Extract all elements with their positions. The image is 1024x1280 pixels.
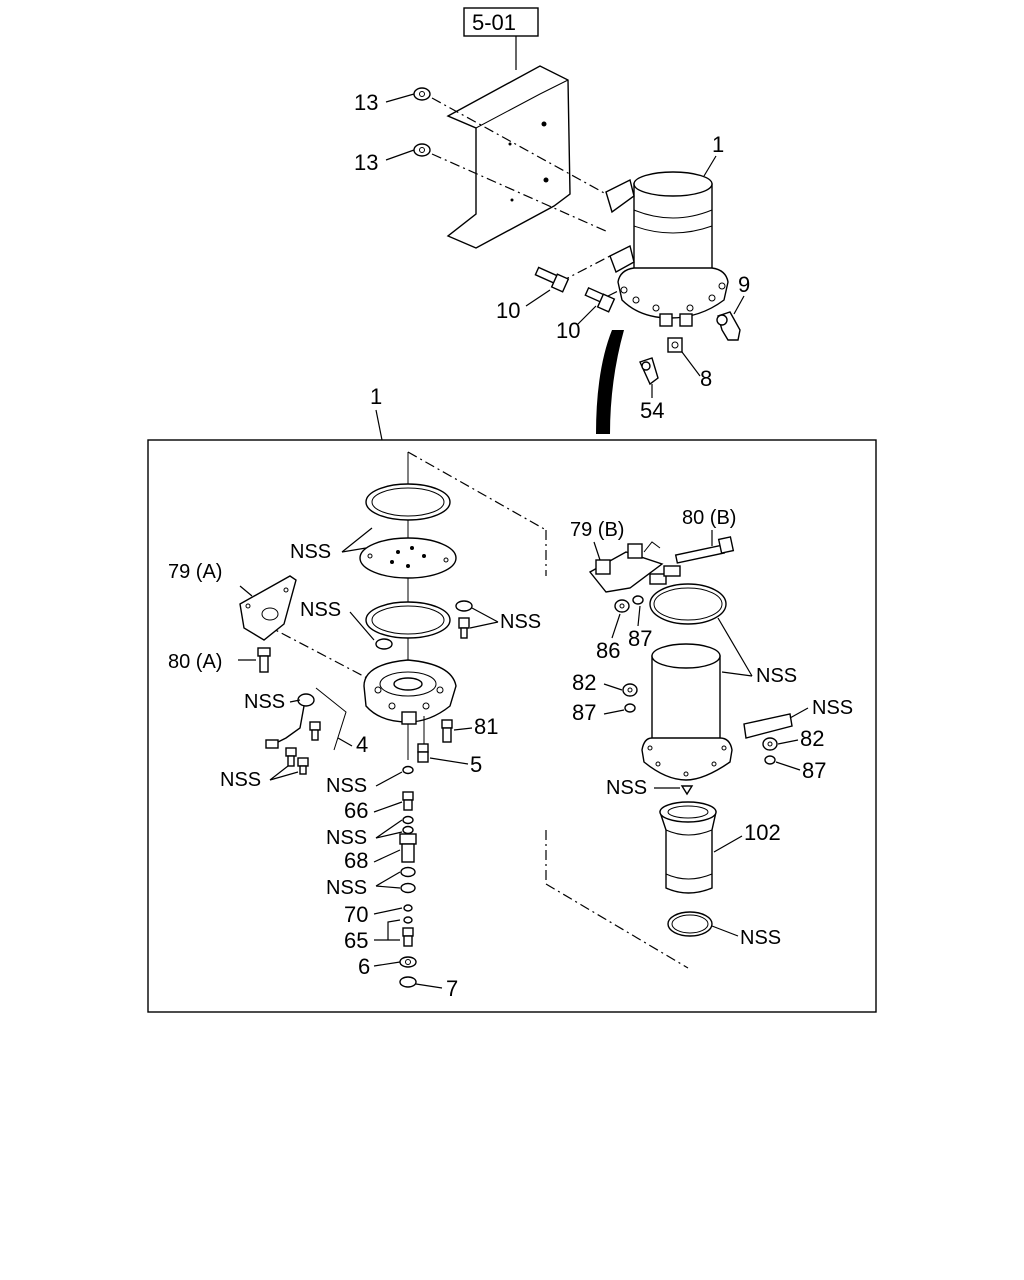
label-7: 7 (446, 976, 458, 1001)
label-87-c: 87 (802, 758, 826, 783)
bracket-79b[interactable] (588, 541, 664, 593)
ring-nss[interactable] (402, 765, 414, 775)
label-68: 68 (344, 848, 368, 873)
lower-left-exploded: 79 (A) 80 (A) NSS NSS NSS NSS 4 (168, 451, 547, 1001)
nut-13-mid[interactable] (413, 143, 431, 157)
nut-86[interactable] (614, 599, 630, 613)
label-13-top: 13 (354, 90, 378, 115)
label-nss-band: NSS (756, 665, 797, 687)
label-54: 54 (640, 398, 664, 423)
oring-bottom[interactable] (667, 911, 713, 937)
oring-top[interactable] (365, 483, 451, 521)
label-87-a: 87 (628, 626, 652, 651)
nut-13-top[interactable] (413, 87, 431, 101)
part-70[interactable] (403, 904, 413, 912)
label-1-assy: 1 (712, 132, 724, 157)
washer-87-b[interactable] (624, 703, 636, 713)
part-7[interactable] (399, 976, 417, 988)
filter-head[interactable] (363, 659, 457, 725)
fitting-54[interactable] (639, 357, 659, 386)
label-79a: 79 (A) (168, 561, 222, 583)
part-65[interactable] (402, 916, 414, 947)
element-102[interactable] (659, 801, 717, 894)
label-nss-oring: NSS (740, 927, 781, 949)
label-82-b: 82 (800, 726, 824, 751)
label-80b: 80 (B) (682, 507, 736, 529)
bolt-10-left[interactable] (534, 266, 570, 293)
washer-nss[interactable] (455, 600, 473, 612)
bolt-80b[interactable] (674, 536, 735, 564)
label-nss-pair2: NSS (326, 877, 367, 899)
washer-66-b[interactable] (402, 825, 414, 835)
label-87-b: 87 (572, 700, 596, 725)
hose (596, 330, 624, 434)
label-nss-gasket: NSS (300, 599, 341, 621)
reference-label[interactable]: 5-01 (472, 10, 516, 35)
band-clamp[interactable] (649, 565, 727, 625)
label-nss-plate: NSS (290, 541, 331, 563)
cover-plate[interactable] (359, 537, 457, 579)
label-8: 8 (700, 366, 712, 391)
small-oring[interactable] (375, 638, 393, 650)
fitting-8[interactable] (667, 337, 683, 353)
plug-5[interactable] (417, 743, 429, 763)
label-86: 86 (596, 638, 620, 663)
part-6[interactable] (399, 956, 417, 968)
label-102: 102 (744, 820, 781, 845)
label-82-a: 82 (572, 670, 596, 695)
upper-assembly: 5-01 13 13 (354, 7, 750, 434)
washer-87-a[interactable] (632, 595, 644, 605)
screw-nss[interactable] (458, 617, 470, 639)
label-nss-pair1: NSS (326, 827, 367, 849)
label-nss-washers: NSS (500, 611, 541, 633)
label-4: 4 (356, 732, 368, 757)
screw-sensor-3[interactable] (297, 757, 309, 775)
label-nss-ring: NSS (326, 775, 367, 797)
label-nss-sensor: NSS (244, 691, 285, 713)
gasket-ring[interactable] (365, 601, 451, 639)
canister-body[interactable] (641, 643, 733, 781)
label-5: 5 (470, 752, 482, 777)
label-nss-drain: NSS (606, 777, 647, 799)
oring-68-a[interactable] (400, 866, 416, 878)
label-66: 66 (344, 798, 368, 823)
label-nss-screws: NSS (220, 769, 261, 791)
label-nss-sticker: NSS (812, 697, 853, 719)
drain-nss[interactable] (680, 785, 694, 796)
frame-plate (446, 65, 571, 249)
filter-assembly-1[interactable] (596, 171, 729, 434)
nut-82-b[interactable] (762, 737, 778, 751)
detail-box (147, 439, 877, 1013)
bolt-10-right[interactable] (584, 286, 616, 313)
label-79b: 79 (B) (570, 519, 624, 541)
label-6: 6 (358, 954, 370, 979)
screw-sensor-2[interactable] (285, 747, 297, 767)
screw-sensor-1[interactable] (309, 721, 321, 741)
washer-87-c[interactable] (764, 755, 776, 765)
bolt-80a[interactable] (257, 647, 271, 673)
lower-right-exploded: 79 (B) 80 (B) 86 87 (545, 507, 853, 969)
label-10-left: 10 (496, 298, 520, 323)
bolt-81[interactable] (441, 719, 453, 743)
sensor-4[interactable] (265, 687, 347, 751)
oring-68-b[interactable] (400, 882, 416, 894)
reference-box[interactable] (463, 7, 539, 37)
washer-66-a[interactable] (402, 815, 414, 825)
part-68[interactable] (399, 833, 417, 863)
label-13-mid: 13 (354, 150, 378, 175)
bracket-79a[interactable] (239, 575, 297, 641)
label-70: 70 (344, 902, 368, 927)
label-10-right: 10 (556, 318, 580, 343)
label-80a: 80 (A) (168, 651, 222, 673)
detail-ref-label: 1 (370, 384, 382, 409)
part-66[interactable] (402, 791, 414, 811)
label-9: 9 (738, 272, 750, 297)
elbow-fitting-9[interactable] (716, 311, 741, 341)
label-sticker[interactable] (743, 713, 793, 739)
nut-82-a[interactable] (622, 683, 638, 697)
label-81: 81 (474, 714, 498, 739)
label-65: 65 (344, 928, 368, 953)
